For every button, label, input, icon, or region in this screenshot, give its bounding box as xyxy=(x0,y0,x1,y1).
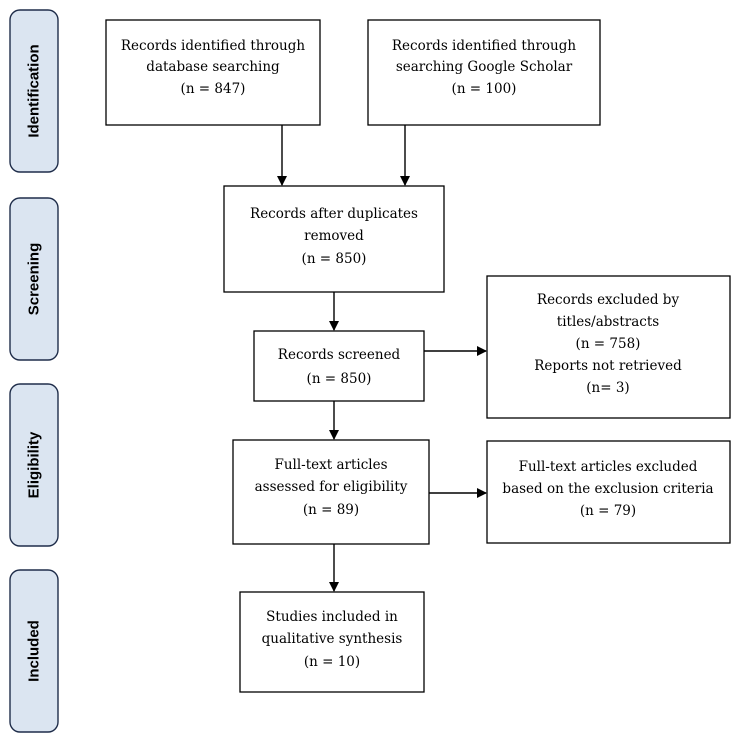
box-full-text-assessed-count: (n = 89) xyxy=(303,502,359,518)
box-full-text-excluded: Full-text articles excluded based on the… xyxy=(486,440,731,544)
box-database-search-line1: Records identified through xyxy=(121,38,306,54)
box-included-studies-count: (n = 10) xyxy=(304,654,360,670)
phase-eligibility-label: Eligibility xyxy=(26,431,43,498)
box-excluded-titles-line2: titles/abstracts xyxy=(557,314,659,330)
phase-included: Included xyxy=(9,569,59,733)
box-google-scholar: Records identified through searching Goo… xyxy=(367,19,601,126)
box-google-scholar-line1: Records identified through xyxy=(392,38,577,54)
box-database-search-line2: database searching xyxy=(146,59,280,75)
phase-screening: Screening xyxy=(9,197,59,361)
phase-identification-label: Identification xyxy=(26,44,43,137)
box-full-text-assessed-line2: assessed for eligibility xyxy=(255,479,408,495)
box-full-text-excluded-line2: based on the exclusion criteria xyxy=(502,481,713,497)
box-duplicates-removed: Records after duplicates removed (n = 85… xyxy=(223,185,445,293)
box-included-studies: Studies included in qualitative synthesi… xyxy=(239,591,425,693)
phase-included-label: Included xyxy=(26,620,43,682)
box-duplicates-removed-frame xyxy=(223,185,445,293)
box-excluded-titles-line1: Records excluded by xyxy=(537,292,680,308)
phase-screening-label: Screening xyxy=(26,243,43,316)
phase-eligibility-tab xyxy=(9,383,59,547)
box-excluded-titles-count1: (n = 758) xyxy=(576,336,641,352)
box-records-screened-line1: Records screened xyxy=(278,347,401,363)
box-records-screened-frame xyxy=(253,330,425,402)
box-database-search-frame xyxy=(105,19,321,126)
box-excluded-titles-count2: (n= 3) xyxy=(586,380,629,396)
box-database-search: Records identified through database sear… xyxy=(105,19,321,126)
box-google-scholar-count: (n = 100) xyxy=(452,81,517,97)
box-full-text-excluded-count: (n = 79) xyxy=(580,503,636,519)
phase-screening-tab xyxy=(9,197,59,361)
phase-eligibility: Eligibility xyxy=(9,383,59,547)
box-full-text-assessed-line1: Full-text articles xyxy=(274,457,387,473)
phase-identification-tab xyxy=(9,9,59,173)
box-excluded-titles-line3: Reports not retrieved xyxy=(534,358,682,374)
phase-identification: Identification xyxy=(9,9,59,173)
box-full-text-excluded-line1: Full-text articles excluded xyxy=(519,459,698,475)
box-records-screened-count: (n = 850) xyxy=(307,371,372,387)
box-full-text-assessed: Full-text articles assessed for eligibil… xyxy=(232,439,430,545)
box-database-search-count: (n = 847) xyxy=(181,81,246,97)
box-included-studies-line1: Studies included in xyxy=(266,609,398,625)
box-full-text-assessed-frame xyxy=(232,439,430,545)
box-duplicates-removed-line1: Records after duplicates xyxy=(250,206,418,222)
box-included-studies-line2: qualitative synthesis xyxy=(262,631,403,647)
box-google-scholar-line2: searching Google Scholar xyxy=(396,59,573,75)
box-full-text-excluded-frame xyxy=(486,440,731,544)
box-google-scholar-frame xyxy=(367,19,601,126)
phase-included-tab xyxy=(9,569,59,733)
box-records-screened: Records screened (n = 850) xyxy=(253,330,425,402)
box-duplicates-removed-line2: removed xyxy=(304,228,364,244)
box-excluded-titles-frame xyxy=(486,275,731,419)
box-included-studies-frame xyxy=(239,591,425,693)
box-duplicates-removed-count: (n = 850) xyxy=(302,251,367,267)
box-excluded-titles: Records excluded by titles/abstracts (n … xyxy=(486,275,731,419)
